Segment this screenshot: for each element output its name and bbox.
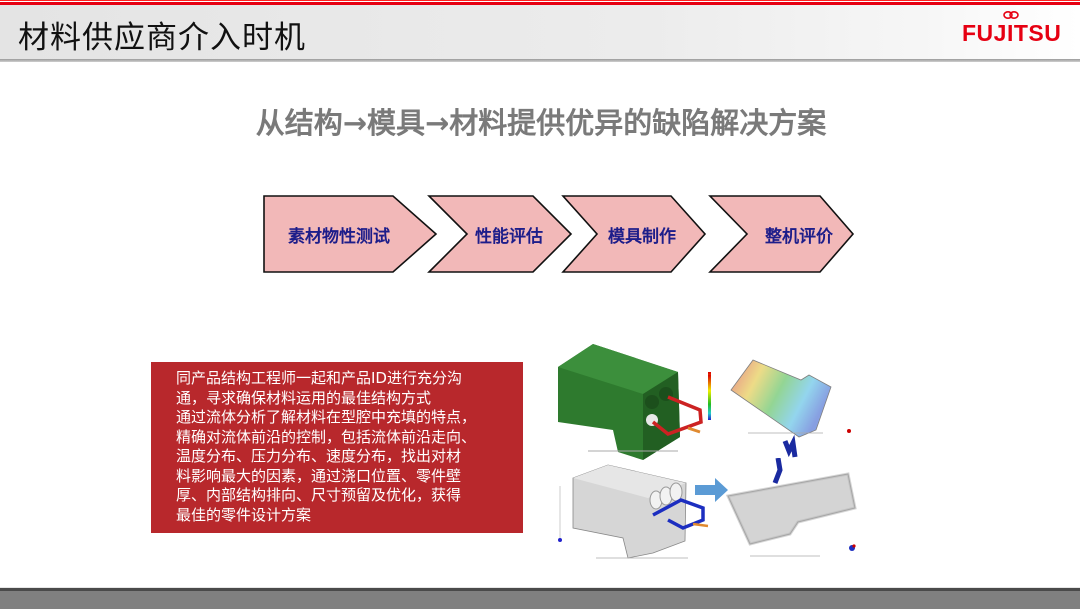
- transparent-housing-image: [558, 464, 709, 559]
- right-arrow-icon: [695, 478, 728, 502]
- slide-subtitle: 从结构→模具→材料提供优异的缺陷解决方案: [255, 106, 827, 140]
- footer-bar: [0, 591, 1080, 609]
- fujitsu-logo: FUJITSU: [962, 20, 1062, 46]
- fujitsu-infinity-icon: [1003, 10, 1019, 20]
- mesh-model-image: [558, 344, 711, 460]
- description-text: 同产品结构工程师一起和产品ID进行充分沟 通，寻求确保材料运用的最佳结构方式 通…: [176, 369, 477, 524]
- step-label-3: 模具制作: [608, 227, 676, 247]
- description-box: [151, 362, 523, 533]
- header-divider: [0, 59, 1080, 62]
- step-label-4: 整机评价: [765, 227, 833, 247]
- flow-front-image: [708, 359, 851, 458]
- step-label-2: 性能评估: [475, 227, 543, 247]
- plate-part-image: [725, 458, 857, 557]
- header-accent-bar: [0, 0, 1080, 5]
- page-title: 材料供应商介入时机: [18, 20, 306, 56]
- header-bar: [0, 5, 1080, 60]
- step-label-1: 素材物性测试: [288, 227, 390, 247]
- footer-divider: [0, 587, 1080, 591]
